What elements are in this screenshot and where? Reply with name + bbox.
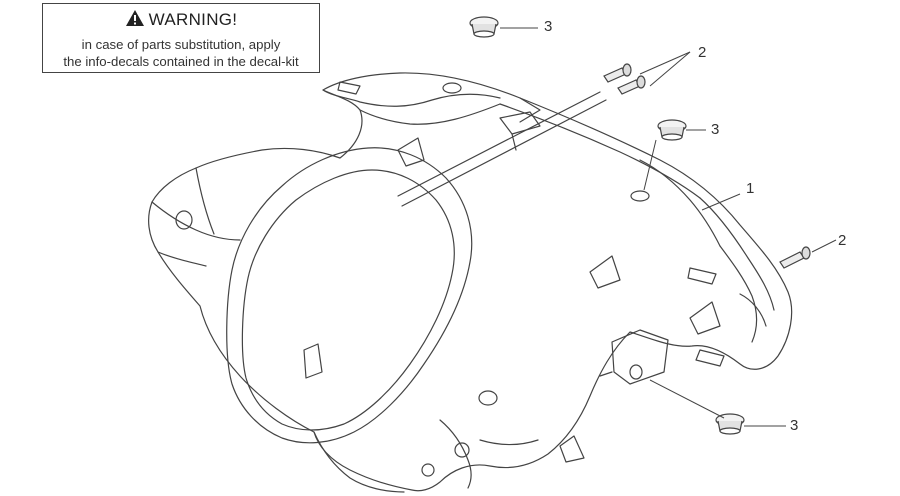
- lower-bracket: [611, 329, 669, 385]
- mount-lug-2: [589, 255, 621, 289]
- plug-3-middle: [657, 119, 687, 141]
- screw-parts: [603, 63, 811, 269]
- callout-1: 1: [746, 180, 755, 197]
- callout-3-top: 3: [544, 18, 553, 35]
- warning-notice: WARNING! in case of parts substitution, …: [42, 3, 320, 73]
- warning-triangle-icon: [125, 9, 145, 27]
- screw-2-upper-a: [603, 63, 632, 83]
- warning-text-line-1: in case of parts substitution, apply: [81, 37, 281, 52]
- cross-brace: [397, 91, 601, 197]
- callout-3-middle: 3: [711, 121, 720, 138]
- plug-3-top: [469, 16, 499, 38]
- callout-3-bottom: 3: [790, 417, 799, 434]
- warning-text-line-2: the info-decals contained in the decal-k…: [63, 54, 299, 69]
- warning-heading: WARNING!: [43, 9, 319, 30]
- headset-cover-outline: [148, 72, 793, 492]
- mount-lug-1: [397, 137, 425, 167]
- leader-lines: [500, 27, 837, 427]
- headlight-opening-inner: [241, 169, 455, 431]
- plug-3-bottom: [715, 413, 745, 435]
- callout-2-right: 2: [838, 232, 847, 249]
- screw-2-right: [779, 246, 811, 269]
- top-rim: [322, 89, 501, 107]
- warning-title: WARNING!: [148, 10, 238, 29]
- headlight-opening-outer: [226, 147, 473, 444]
- screw-2-upper-b: [617, 75, 646, 95]
- callout-2-upper: 2: [698, 44, 707, 61]
- mount-lug-3: [689, 301, 721, 335]
- plug-parts: [469, 16, 745, 435]
